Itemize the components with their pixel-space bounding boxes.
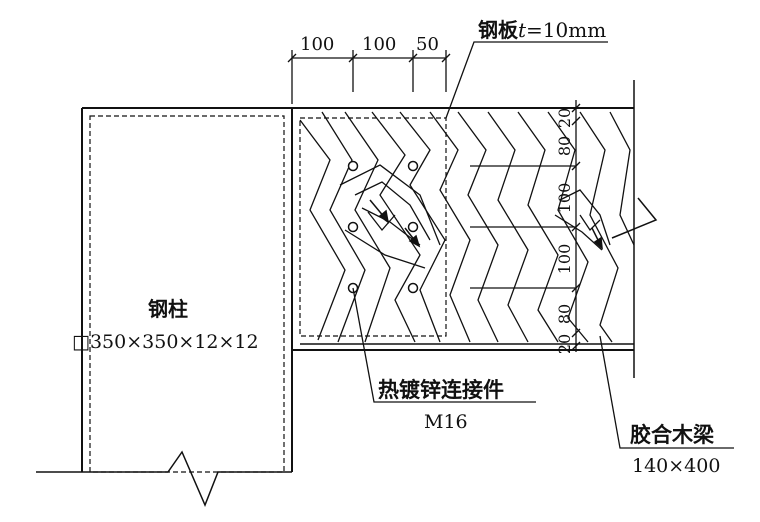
column-size: □350×350×12×12 [72, 331, 259, 353]
bolt [347, 221, 359, 233]
dim-right-4: 100 [555, 244, 574, 275]
steel-plate-name: 钢板 [478, 18, 519, 42]
steel-plate-var: t [518, 18, 527, 42]
dim-top-2: 100 [362, 34, 396, 55]
steel-plate-value: =10mm [526, 18, 606, 42]
beam-label: 胶合木梁 140×400 [599, 335, 734, 477]
grain-arrows [369, 199, 603, 250]
dim-right-2: 80 [555, 136, 574, 156]
dim-right-3: 100 [555, 183, 574, 214]
right-dimension-labels: 20 80 100 100 80 20 [555, 108, 574, 354]
dim-right-6: 20 [555, 334, 574, 354]
bolt [407, 282, 419, 294]
bolt [407, 221, 419, 233]
connector-label: 热镀锌连接件 M16 [352, 287, 536, 433]
top-dimension [287, 50, 451, 104]
dim-top-3: 50 [416, 34, 439, 55]
steel-plate-label: 钢板t=10mm [445, 18, 608, 119]
column-name: 钢柱 [148, 297, 188, 321]
beam-name: 胶合木梁 [630, 422, 715, 447]
dim-top-1: 100 [300, 34, 334, 55]
bolt [347, 160, 359, 172]
steel-plate-outline [299, 117, 447, 337]
dim-right-1: 20 [555, 108, 574, 128]
section-mark [611, 197, 658, 239]
wood-grain [299, 111, 635, 343]
beam-size: 140×400 [632, 455, 720, 477]
bolts [347, 160, 419, 294]
svg-text:钢板t=10mm: 钢板t=10mm [478, 18, 606, 42]
connector-spec: M16 [424, 411, 468, 433]
steel-column [36, 107, 293, 507]
bolt [407, 160, 419, 172]
right-dimension [571, 100, 581, 352]
dim-right-5: 80 [555, 304, 574, 324]
connector-lines [470, 165, 576, 289]
connector-name: 热镀锌连接件 [378, 377, 504, 402]
